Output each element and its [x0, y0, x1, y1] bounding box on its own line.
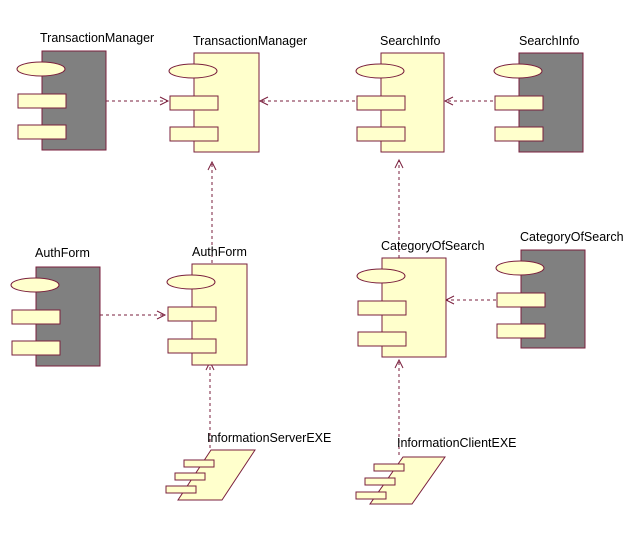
dependency-si-to-tm [258, 96, 355, 106]
executable-label: InformationClientEXE [397, 436, 517, 450]
component-label: AuthForm [35, 246, 90, 260]
executable-informationclientexe: InformationClientEXE [355, 436, 517, 505]
component-searchinfo-shaded: SearchInfo [493, 34, 584, 153]
dependency-tm-shaded-to-tm [106, 96, 170, 106]
executable-label: InformationServerEXE [207, 431, 331, 445]
component-label: CategoryOfSearch [381, 239, 485, 253]
dependency-cos-to-si [394, 158, 404, 258]
component-label: TransactionManager [193, 34, 307, 48]
component-label: CategoryOfSearch [520, 230, 624, 244]
component-authform: AuthForm [166, 245, 248, 366]
component-transactionmanager: TransactionManager [168, 34, 307, 153]
dependency-si-shaded-to-si [443, 96, 493, 106]
component-label: SearchInfo [380, 34, 441, 48]
component-authform-shaded: AuthForm [10, 246, 101, 367]
component-categoryofsearch-shaded: CategoryOfSearch [495, 230, 624, 349]
component-label: TransactionManager [40, 31, 154, 45]
executable-informationserverexe: InformationServerEXE [165, 431, 331, 501]
component-categoryofsearch: CategoryOfSearch [356, 239, 485, 358]
dependency-af-to-tm [207, 160, 217, 263]
component-transactionmanager-shaded: TransactionManager [16, 31, 154, 151]
component-label: SearchInfo [519, 34, 580, 48]
dependency-cos-shaded-to-cos [444, 295, 496, 305]
component-label: AuthForm [192, 245, 247, 259]
dependency-ice-to-cos [394, 358, 404, 455]
dependency-af-shaded-to-af [100, 310, 167, 320]
component-searchinfo: SearchInfo [355, 34, 445, 153]
